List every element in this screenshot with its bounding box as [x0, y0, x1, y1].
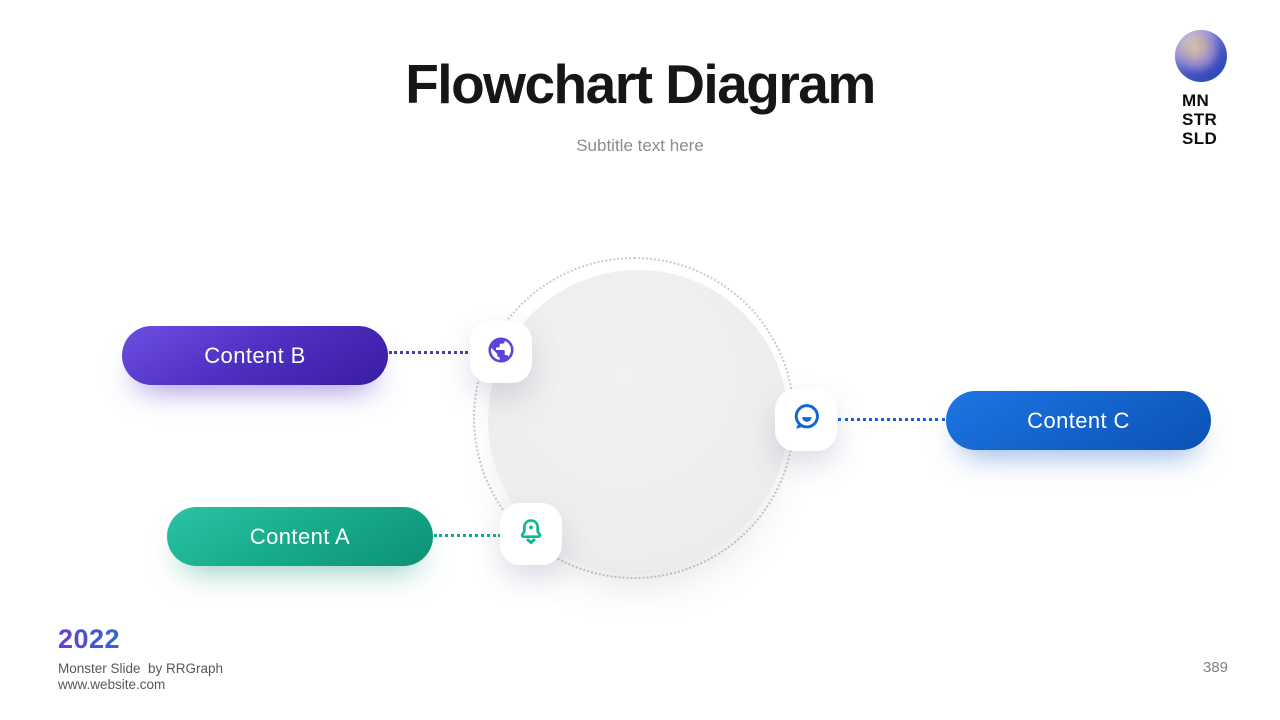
logo-line-3: SLD [1182, 129, 1218, 148]
chat-bubble-icon [789, 401, 823, 440]
footer-website: www.website.com [58, 677, 166, 692]
logo-line-2: STR [1182, 110, 1218, 129]
connector-content-a [434, 534, 501, 537]
footer-year: 2022 [58, 624, 121, 654]
content-b-label: Content B [204, 342, 306, 368]
logo-sphere-icon [1175, 30, 1227, 82]
footer-credit: Monster Slide by RRGraph [58, 661, 224, 676]
bell-icon [515, 516, 547, 553]
content-c-label: Content C [1027, 407, 1130, 433]
content-a-pill: Content A [167, 507, 433, 566]
connector-content-c [838, 418, 945, 421]
connector-content-b [389, 351, 468, 354]
content-c-pill: Content C [946, 391, 1211, 450]
content-a-label: Content A [249, 523, 351, 549]
logo-line-1: MN [1182, 91, 1210, 110]
logo-wordmark: MN STR SLD [1182, 91, 1239, 148]
page-title: Flowchart Diagram [405, 53, 876, 115]
page-number: 389 [1202, 659, 1228, 676]
bell-icon-badge [500, 503, 562, 565]
page-subtitle: Subtitle text here [576, 136, 704, 155]
content-b-pill: Content B [122, 326, 388, 385]
chat-bubble-icon-badge [775, 389, 837, 451]
globe-icon-badge [470, 321, 532, 383]
brand-logo: MN STR SLD [1175, 30, 1239, 148]
globe-icon [486, 335, 516, 370]
